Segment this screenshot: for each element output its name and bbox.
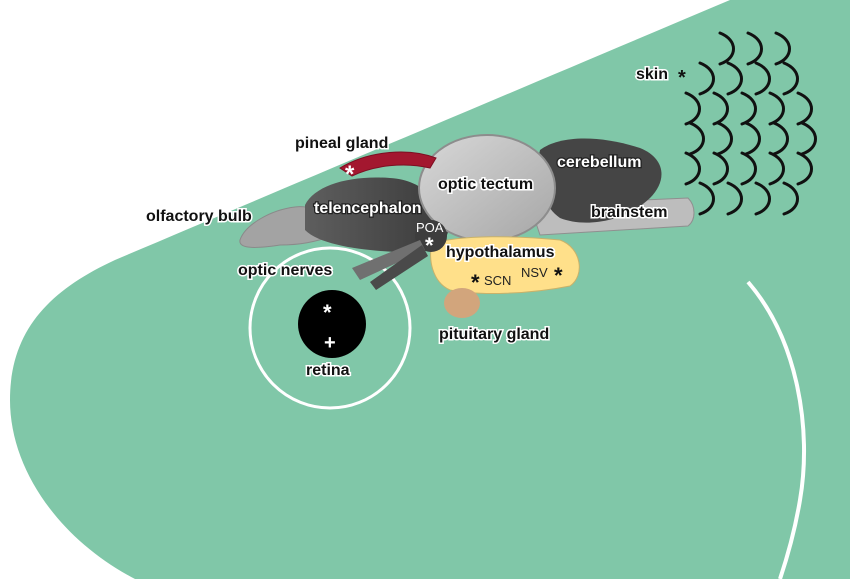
eye-socket-ring (248, 246, 412, 410)
scale-arc (754, 61, 771, 96)
scale-arc (726, 61, 743, 96)
scale-arc (772, 121, 789, 156)
marker-nsv-asterisk: * (554, 263, 563, 288)
scale-arc (782, 181, 799, 216)
optic-nerves-shape (352, 240, 428, 290)
label-poa: POA (416, 220, 444, 235)
scale-arc (718, 31, 735, 66)
marker-skin-asterisk: * (678, 67, 686, 89)
cerebellum-shape (538, 138, 662, 223)
marker-retina-plus: + (324, 332, 336, 354)
label-retina: retina (306, 362, 350, 379)
scale-arc (800, 121, 817, 156)
label-brainstem: brainstem (591, 204, 667, 221)
hypothalamus-shape (430, 236, 580, 294)
label-hypothalamus: hypothalamus (446, 244, 555, 261)
pineal-gland-shape (339, 151, 437, 177)
marker-poa-asterisk: * (425, 233, 434, 258)
scale-arc (698, 181, 715, 216)
poa-shape (415, 220, 447, 252)
gill-line (746, 280, 806, 579)
marker-scn-asterisk: * (471, 270, 480, 295)
scale-arc (768, 151, 785, 186)
skin-scales (684, 31, 817, 216)
marker-pineal-asterisk: * (345, 161, 355, 188)
scale-arc (726, 181, 743, 216)
label-optic-tectum: optic tectum (438, 176, 533, 193)
scale-arc (688, 121, 705, 156)
scale-arc (684, 151, 701, 186)
scale-arc (698, 61, 715, 96)
marker-retina-asterisk: * (323, 300, 332, 325)
scale-arc (754, 181, 771, 216)
scale-arc (740, 151, 757, 186)
label-cerebellum: cerebellum (557, 154, 641, 171)
label-skin: skin (636, 66, 668, 83)
label-scn: SCN (484, 273, 511, 288)
scale-arc (774, 31, 791, 66)
fish-body (10, 0, 850, 579)
scale-arc (712, 151, 729, 186)
telencephalon-shape (305, 177, 448, 253)
scale-arc (716, 121, 733, 156)
retina-eye (298, 290, 366, 358)
scale-arc (796, 151, 813, 186)
label-optic-nerves: optic nerves (238, 262, 332, 279)
label-telencephalon: telencephalon (314, 200, 422, 217)
label-pineal-gland: pineal gland (295, 135, 388, 152)
scale-arc (746, 31, 763, 66)
label-olfactory-bulb: olfactory bulb (146, 208, 252, 225)
label-pituitary-gland: pituitary gland (439, 326, 549, 343)
scale-arc (744, 121, 761, 156)
label-nsv: NSV (521, 265, 548, 280)
scale-arc (782, 61, 799, 96)
pituitary-gland-shape (444, 288, 480, 318)
